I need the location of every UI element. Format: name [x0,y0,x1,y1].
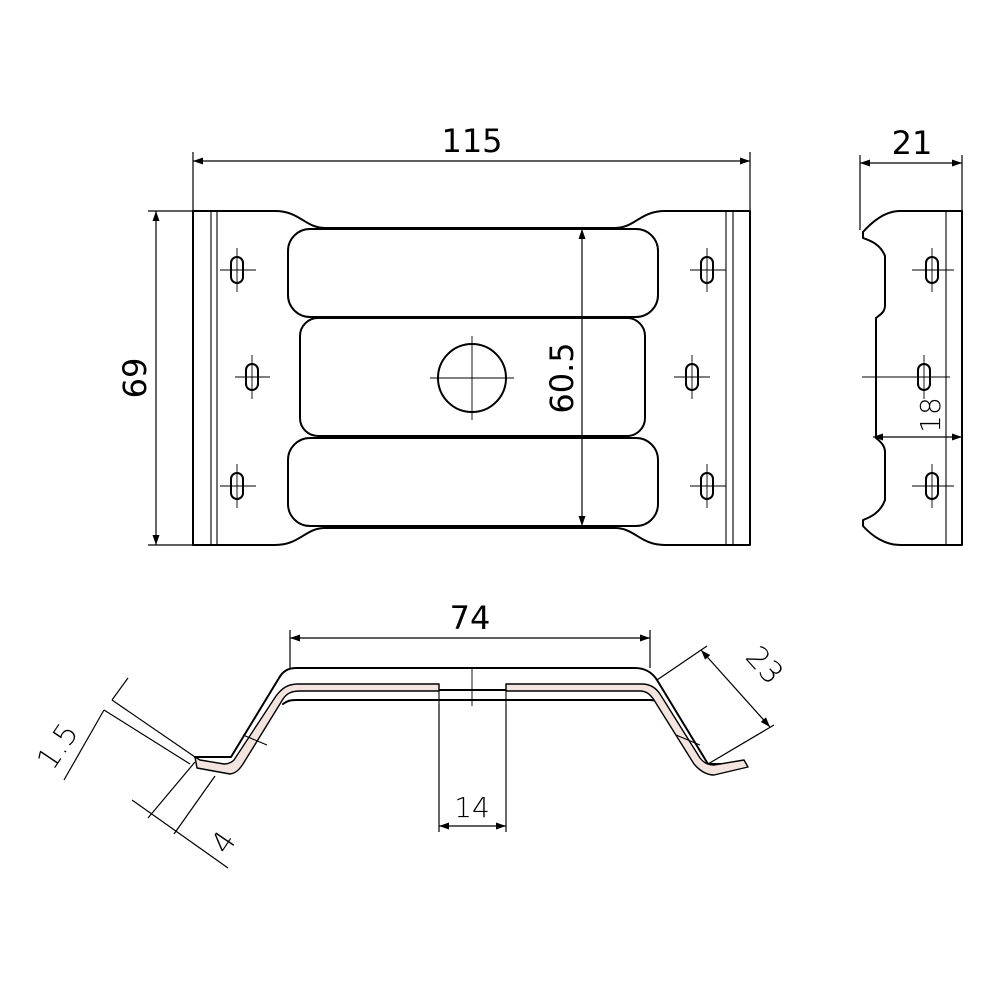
dim-side-inner-label: 18 [914,397,947,433]
dim-thickness-label: 1.5 [30,717,86,776]
dim-inner-height-label: 60.5 [543,342,581,413]
dim-slope-length-label: 23 [738,640,790,692]
section-view: 74 14 23 1.5 4 [30,599,790,869]
dim-hole-span: 14 [438,704,507,832]
mounting-slots [220,248,726,508]
dim-overall-width-label: 115 [441,122,502,160]
dim-section-width-label: 74 [450,599,491,637]
center-panel [299,317,646,437]
dim-side-width-label: 21 [892,124,933,162]
dim-side-inner: 18 [873,397,962,441]
top-rib [287,228,659,318]
dim-side-width: 21 [859,124,963,230]
front-view-outline [192,210,751,546]
side-view: 21 18 [859,124,963,546]
sheet-cross-section [194,683,440,775]
bottom-rib [287,437,659,527]
dim-hole-span-label: 14 [454,791,490,824]
dim-thickness: 1.5 [30,677,196,781]
sheet-cross-section-right [505,683,749,776]
dim-section-width: 74 [289,599,651,668]
side-view-outline [862,210,963,546]
front-view: 115 69 60.5 [116,122,751,546]
dim-overall-height: 69 [116,210,193,546]
dim-overall-height-label: 69 [116,358,154,399]
dim-inner-height: 60.5 [543,229,586,526]
dim-flange: 4 [131,761,244,869]
side-slots [862,248,954,508]
dim-slope-length: 23 [656,640,790,765]
dim-overall-width: 115 [192,122,751,211]
